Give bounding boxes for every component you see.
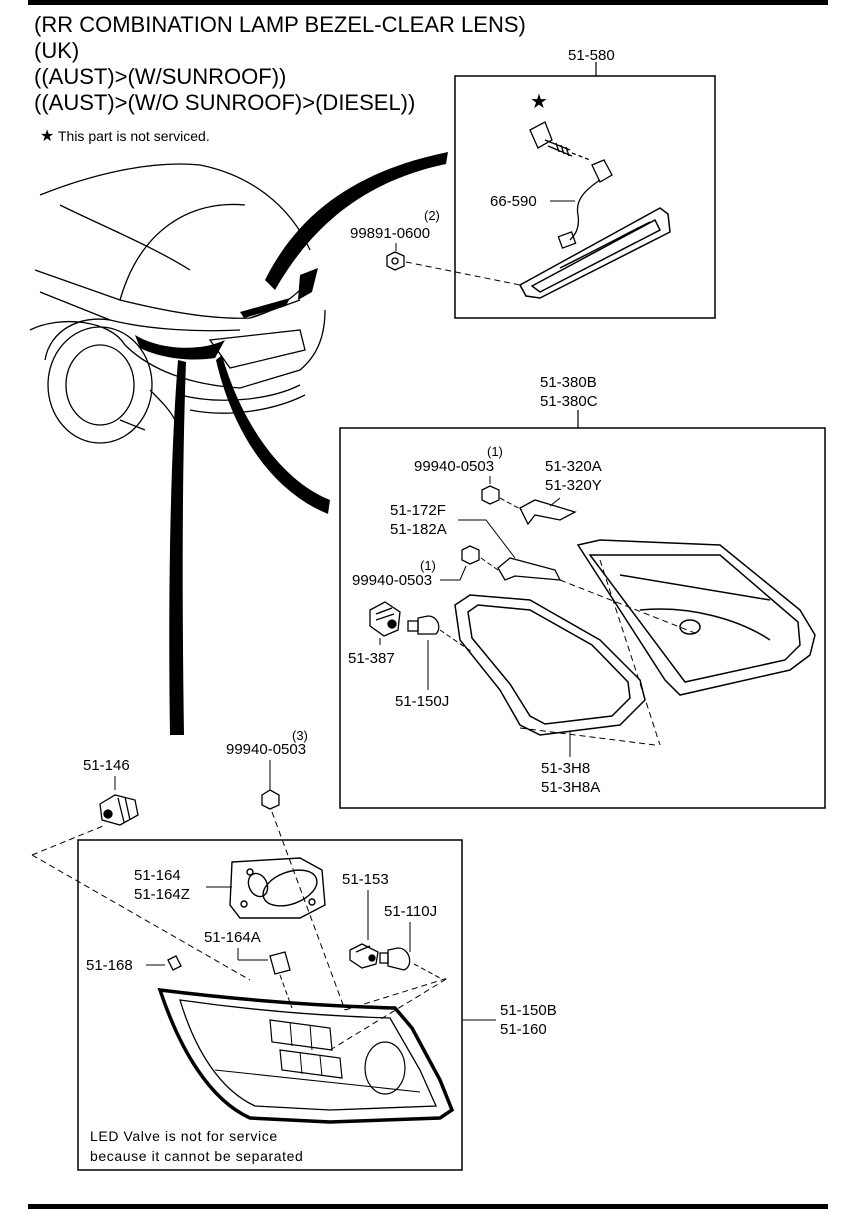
qty-label-1a: (1) <box>487 444 503 459</box>
star-icon: ★ <box>40 128 55 145</box>
part-label-51-320Y: 51-320Y <box>545 477 602 494</box>
bracket-part-51-320 <box>519 499 577 526</box>
gasket-part-51-164 <box>229 857 326 919</box>
part-label-51-380B: 51-380B <box>540 374 597 391</box>
socket-part-51-387 <box>369 601 401 637</box>
car-brake-lamp <box>240 298 290 318</box>
car-tail-lamp-right <box>298 268 318 300</box>
inner-lamp-lens-part <box>576 539 816 696</box>
box-outer-lamp <box>77 839 463 1171</box>
socket-part-51-153 <box>349 943 379 969</box>
part-label-51-150J: 51-150J <box>395 693 449 710</box>
part-label-99940-0503-a: 99940-0503 <box>414 458 494 475</box>
bulb-part-51-150J <box>407 615 440 635</box>
part-label-99940-0503-c: 99940-0503 <box>226 741 306 758</box>
clip-part-51-168 <box>167 955 182 971</box>
car-tail-lamp-left <box>135 335 225 360</box>
car-rear-sketch <box>29 163 326 444</box>
part-label-99891-0600: 99891-0600 <box>350 225 430 242</box>
part-label-51-172F: 51-172F <box>390 502 446 519</box>
not-serviced-text: This part is not serviced. <box>57 128 210 144</box>
part-label-51-164Z: 51-164Z <box>134 886 190 903</box>
high-mount-lamp-part <box>518 207 671 299</box>
part-label-51-380C: 51-380C <box>540 393 598 410</box>
part-label-51-320A: 51-320A <box>545 458 602 475</box>
part-label-51-3H8A: 51-3H8A <box>541 779 600 796</box>
part-label-51-387: 51-387 <box>348 650 395 667</box>
top-rule <box>28 0 828 5</box>
part-label-51-580: 51-580 <box>568 47 615 64</box>
title-line-1: (RR COMBINATION LAMP BEZEL-CLEAR LENS) <box>34 12 526 37</box>
outer-lamp-lens-part <box>157 987 455 1124</box>
seal-part-51-164A <box>269 951 291 975</box>
part-label-51-182A: 51-182A <box>390 521 447 538</box>
socket-part-51-146 <box>99 794 139 826</box>
box-high-mount-lamp <box>454 75 716 319</box>
qty-label-3: (3) <box>292 728 308 743</box>
part-label-51-110J: 51-110J <box>384 903 437 920</box>
callout-pointer-bottom <box>169 360 186 735</box>
bolt-part <box>529 121 591 161</box>
part-label-51-160: 51-160 <box>500 1021 547 1038</box>
part-label-51-153: 51-153 <box>342 871 389 888</box>
part-label-99940-0503-b: 99940-0503 <box>352 572 432 589</box>
bracket-part-51-172F <box>497 557 562 581</box>
part-label-51-146: 51-146 <box>83 757 130 774</box>
bottom-rule <box>28 1204 828 1209</box>
part-label-51-3H8: 51-3H8 <box>541 760 590 777</box>
nut-part-99891 <box>386 251 405 271</box>
nut-part-99940-c <box>261 789 280 810</box>
qty-label-1b: (1) <box>420 558 436 573</box>
title-line-2: (UK) <box>34 38 80 63</box>
qty-label-2: (2) <box>424 208 440 223</box>
part-label-51-164: 51-164 <box>134 867 181 884</box>
part-label-66-590: 66-590 <box>490 193 537 210</box>
title-line-3: ((AUST)>(W/SUNROOF)) <box>34 64 287 89</box>
nut-part-99940-a <box>481 485 500 505</box>
part-label-51-150B: 51-150B <box>500 1002 557 1019</box>
led-note-line-1: LED Valve is not for service <box>90 1128 278 1144</box>
inner-lamp-gasket-part <box>454 594 646 736</box>
callout-pointer-top <box>265 152 448 290</box>
star-marker-icon: ★ <box>530 91 548 113</box>
led-note-line-2: because it cannot be separated <box>90 1148 303 1164</box>
part-label-51-164A: 51-164A <box>204 929 261 946</box>
not-serviced-note: ★ This part is not serviced. <box>40 126 210 146</box>
bulb-part-51-110J <box>379 947 411 971</box>
wiring-harness-part <box>557 159 613 249</box>
nut-part-99940-b <box>461 545 480 565</box>
box-inner-lamp <box>339 427 826 809</box>
title-line-4: ((AUST)>(W/O SUNROOF)>(DIESEL)) <box>34 90 416 115</box>
part-label-51-168: 51-168 <box>86 957 133 974</box>
callout-pointer-middle <box>216 355 330 514</box>
